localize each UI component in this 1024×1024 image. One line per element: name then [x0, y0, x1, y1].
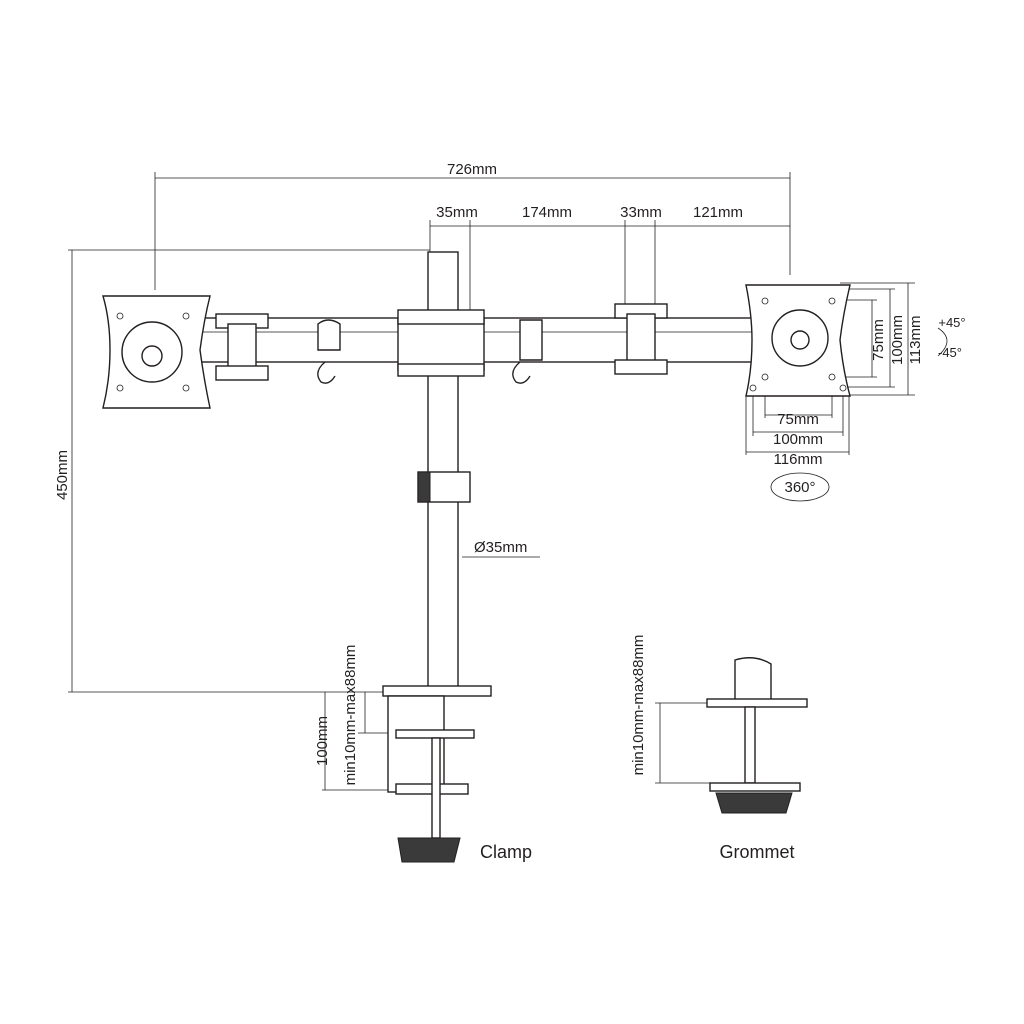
vesa-v75-label: 75mm [870, 319, 887, 361]
grommet-assembly [706, 657, 808, 814]
vesa-v113-label: 113mm [907, 316, 924, 365]
tilt-up-label: +45° [938, 315, 965, 330]
tilt-down-label: -45° [938, 345, 962, 360]
rotation-label: 360° [784, 479, 815, 496]
pole-diameter-label: Ø35mm [474, 539, 527, 556]
height-label: 450mm [54, 450, 71, 500]
arm-segment-2-label: 121mm [693, 204, 743, 221]
vesa-h75-label: 75mm [777, 411, 819, 428]
vesa-h116-label: 116mm [774, 451, 823, 468]
vesa-h100-label: 100mm [773, 431, 823, 448]
vesa-v100-label: 100mm [889, 315, 906, 365]
grommet-range-label: min10mm-max88mm [630, 635, 647, 776]
right-vesa-plate [745, 284, 851, 397]
dimension-lines [68, 172, 948, 791]
clamp-assembly [382, 685, 492, 863]
arm-segment-1-label: 174mm [522, 204, 572, 221]
clamp-range-label: min10mm-max88mm [342, 645, 359, 786]
left-vesa-plate [102, 295, 211, 409]
pole-width-label: 35mm [436, 204, 478, 221]
clamp-label: Clamp [480, 842, 532, 862]
joint-width-label: 33mm [620, 204, 662, 221]
grommet-label: Grommet [719, 842, 794, 862]
clamp-height-label: 100mm [314, 716, 331, 766]
arm-assembly [194, 251, 756, 693]
total-width-label: 726mm [447, 161, 497, 178]
